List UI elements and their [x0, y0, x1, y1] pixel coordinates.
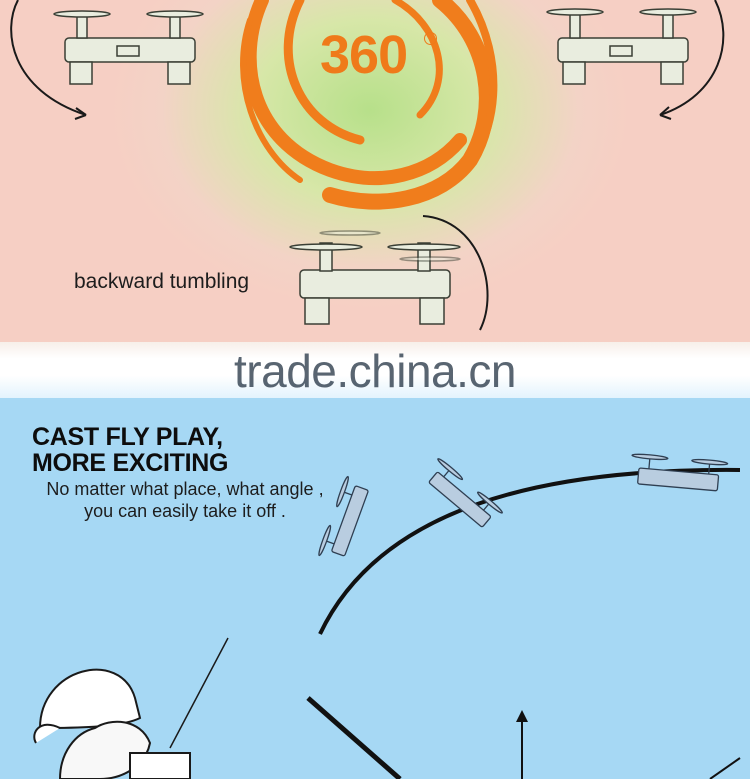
subline-line2: you can easily take it off .: [84, 501, 286, 521]
degree-symbol: [424, 32, 437, 45]
flight-arc-icon: [33, 453, 741, 779]
child-pilot-icon: [33, 668, 191, 779]
backward-tumbling-label: backward tumbling: [74, 270, 250, 293]
rotation-arrow-icon: [10, 0, 87, 120]
rotation-swirl-icon: [10, 0, 725, 331]
rotation-value: 360: [320, 25, 408, 85]
headline-line2: MORE EXCITING: [32, 449, 229, 477]
headline-line1: CAST FLY PLAY,: [32, 423, 223, 451]
watermark-text: trade.china.cn: [234, 345, 516, 397]
watermark-strip: [0, 342, 750, 398]
drone-icon: [53, 10, 204, 85]
headline: CAST FLY PLAY, MORE EXCITING: [32, 424, 228, 476]
drone-icon: [318, 453, 729, 557]
subline: No matter what place, what angle , you c…: [0, 478, 370, 522]
subline-line1: No matter what place, what angle ,: [46, 479, 324, 499]
flip-illustration-panel: 360 backward tumbling: [0, 0, 750, 342]
throw-flight-panel: CAST FLY PLAY, MORE EXCITING No matter w…: [0, 398, 750, 779]
